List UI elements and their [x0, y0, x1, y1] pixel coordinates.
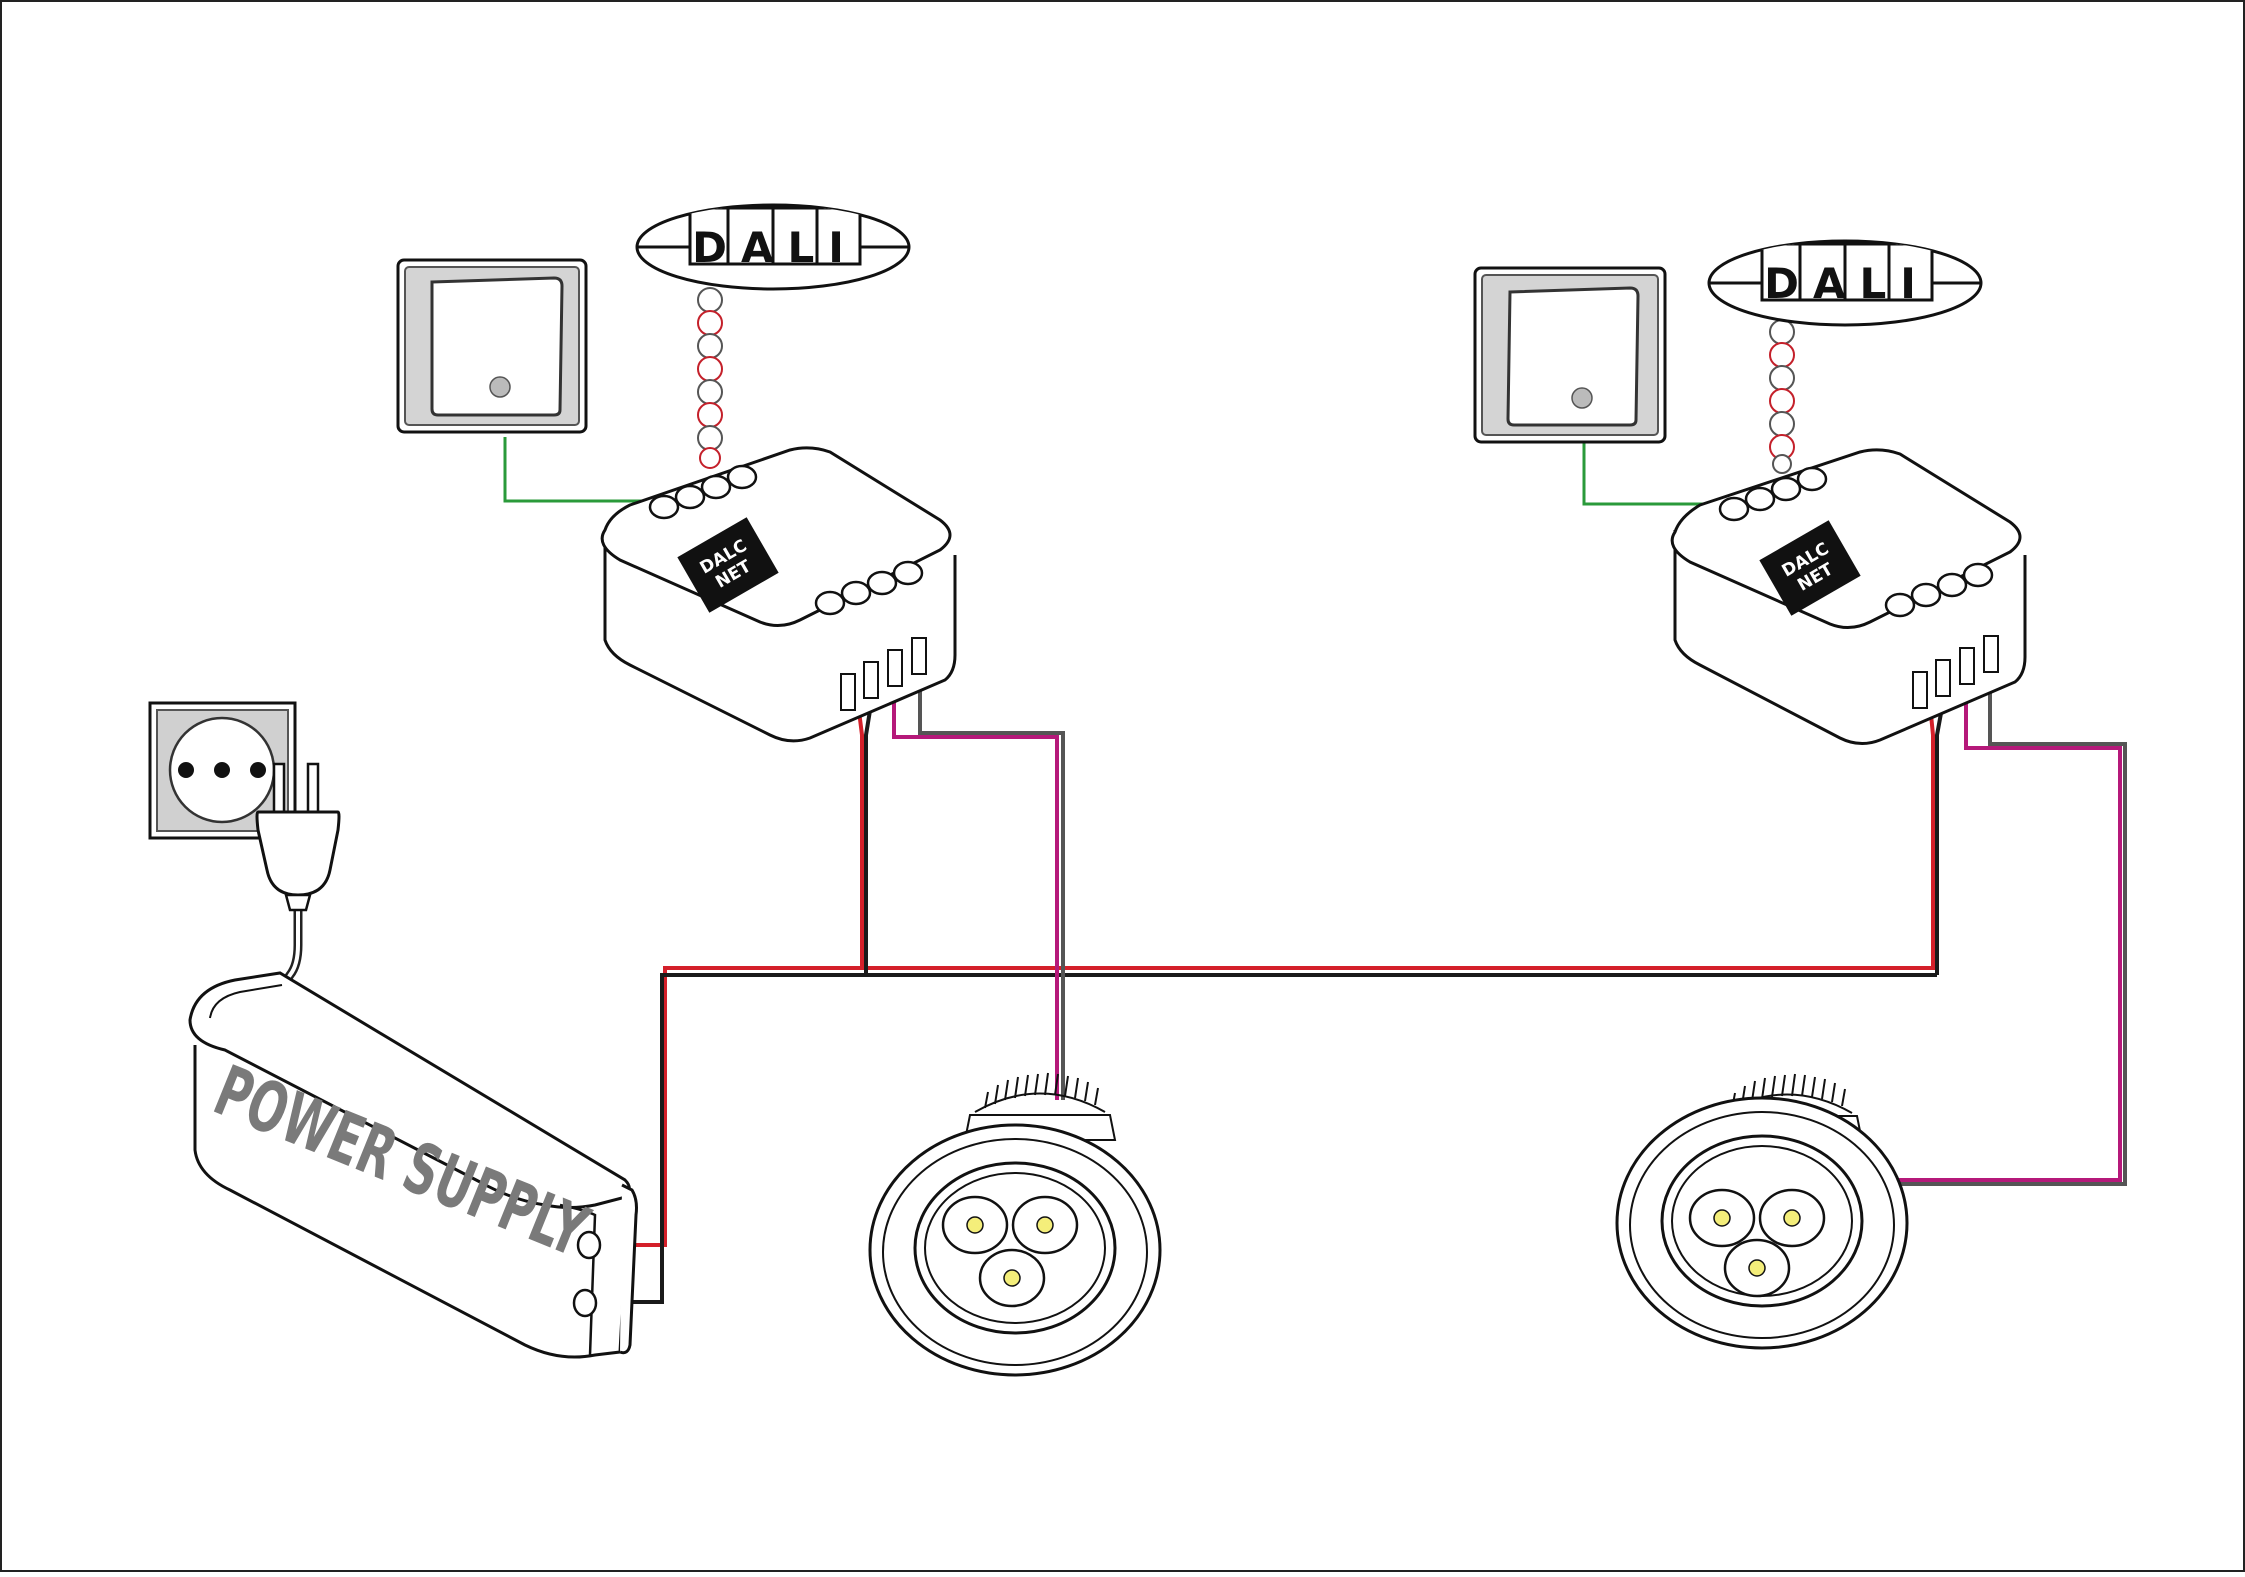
- dalc-net-module-left: DALC NET: [600, 446, 957, 743]
- dali-label-left: DALI: [692, 223, 858, 272]
- power-plug: [255, 762, 341, 912]
- wall-switch-left: [396, 258, 588, 434]
- switch-indicator-icon: [489, 376, 511, 398]
- wire-magenta-left: [892, 680, 1059, 1100]
- wire-green-right: [1582, 443, 1720, 506]
- wire-grey-left: [918, 680, 1065, 1100]
- wire-green-left: [503, 437, 652, 503]
- wall-switch-right: [1473, 266, 1667, 444]
- dali-badge-left: DALI: [635, 203, 911, 291]
- led-downlight-right: [1615, 1073, 1909, 1350]
- switch-indicator-icon: [1571, 387, 1593, 409]
- dali-label-right: DALI: [1764, 259, 1930, 308]
- dali-bus-chain-left: [697, 287, 723, 469]
- wires: [276, 437, 2127, 1304]
- dali-bus-chain-right: [1769, 319, 1795, 474]
- wire-magenta-right: [1880, 680, 2122, 1182]
- led-downlight-left: [868, 1072, 1162, 1377]
- dali-badge-right: DALI: [1707, 239, 1983, 327]
- wire-grey-right: [1880, 680, 2127, 1186]
- dalc-net-module-right: DALC NET: [1670, 448, 2027, 745]
